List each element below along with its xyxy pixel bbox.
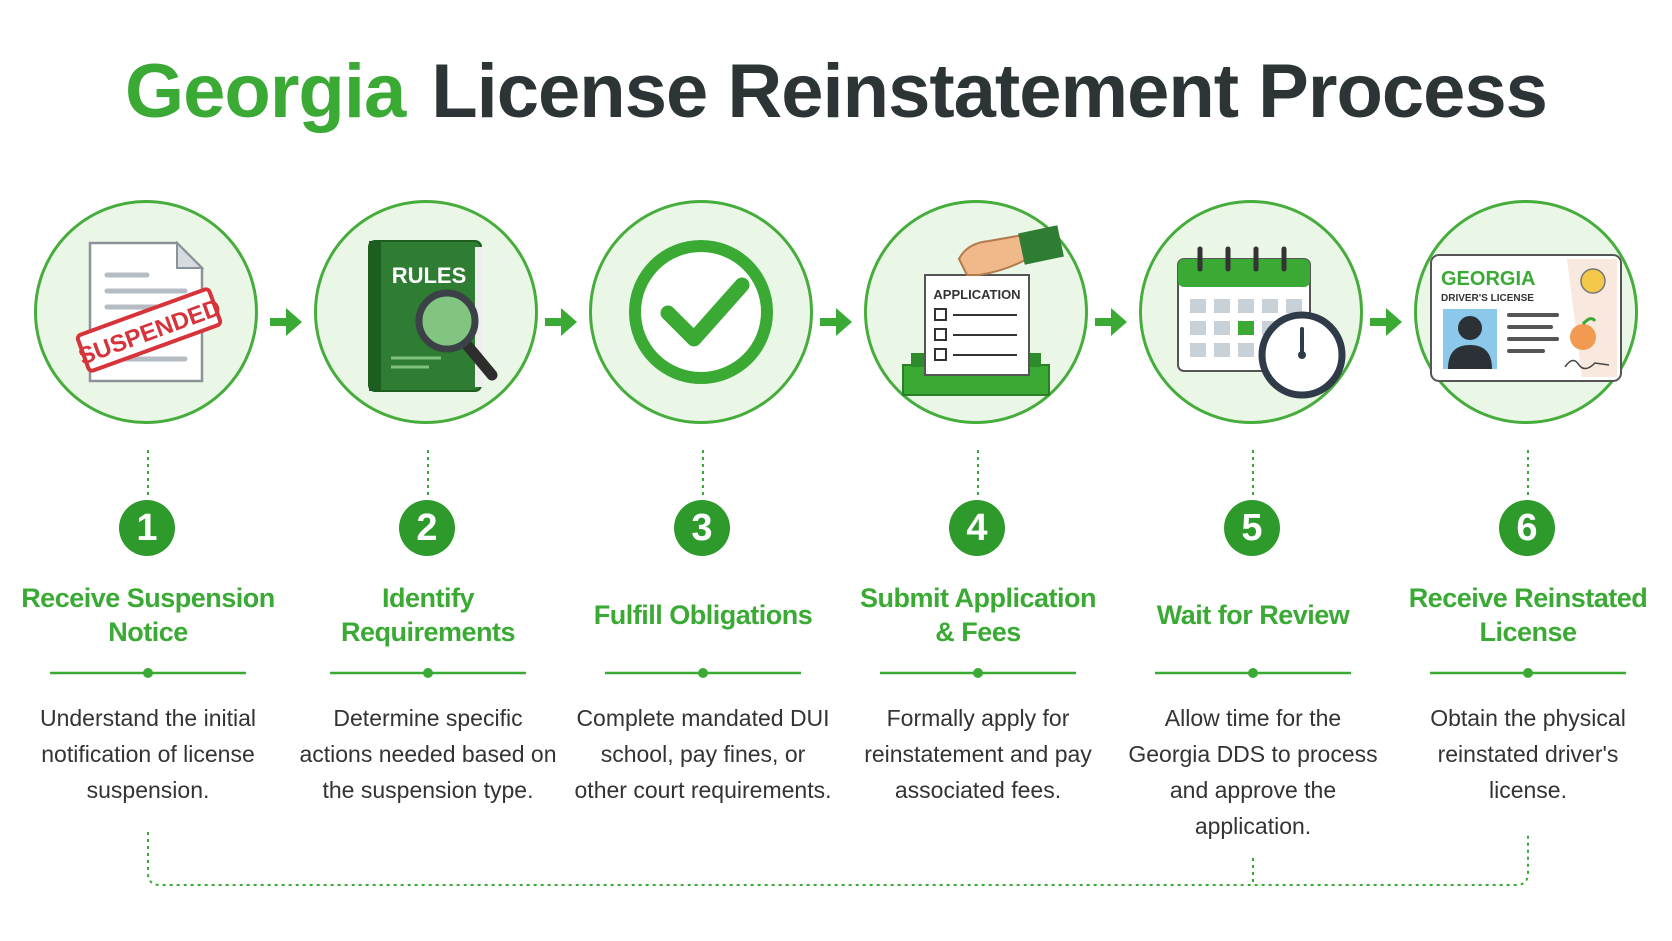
step-3-number: 3 (674, 500, 730, 556)
step-6-circle: GEORGIA DRIVER'S LICENSE (1414, 200, 1638, 424)
step-2-circle: RULES (314, 200, 538, 424)
step-5: 5 Wait for Review Allow time for the Geo… (1123, 0, 1383, 941)
application-submission-icon: APPLICATION (902, 225, 1064, 396)
step-1: SUSPENDED 1 Receive Suspension Notice Un… (18, 0, 278, 941)
step-1-number: 1 (119, 500, 175, 556)
step-3: 3 Fulfill Obligations Complete mandated … (573, 0, 833, 941)
step-4-circle: APPLICATION (864, 200, 1088, 424)
checkmark-icon (629, 240, 773, 384)
step-4-number: 4 (949, 500, 1005, 556)
step-4: APPLICATION 4 Submit Application & Fees … (848, 0, 1108, 941)
suspended-document-icon: SUSPENDED (75, 240, 225, 383)
step-5-circle (1139, 200, 1363, 424)
step-5-description: Allow time for the Georgia DDS to proces… (1128, 705, 1378, 839)
step-6-number: 6 (1499, 500, 1555, 556)
step-2: RULES 2 Identify Requirements Determine … (298, 0, 558, 941)
svg-text:APPLICATION: APPLICATION (933, 287, 1020, 302)
step-5-heading: Wait for Review (1156, 600, 1350, 630)
step-3-description: Complete mandated DUI school, pay fines,… (574, 705, 832, 803)
step-5-number: 5 (1224, 500, 1280, 556)
step-3-circle (589, 200, 813, 424)
step-3-heading: Fulfill Obligations (593, 600, 813, 630)
step-1-heading: Receive Suspension Notice (21, 583, 275, 647)
step-4-heading: Submit Application & Fees (860, 583, 1097, 647)
step-6-description: Obtain the physical reinstated driver's … (1430, 705, 1626, 803)
svg-text:RULES: RULES (392, 263, 467, 288)
bottom-bracket (147, 832, 1529, 886)
step-1-circle: SUSPENDED (34, 200, 258, 424)
step-1-description: Understand the initial notification of l… (39, 705, 257, 803)
rules-book-magnifier-icon: RULES (368, 240, 498, 392)
step-2-number: 2 (399, 500, 455, 556)
drivers-license-icon: GEORGIA DRIVER'S LICENSE (1430, 254, 1622, 382)
svg-text:DRIVER'S LICENSE: DRIVER'S LICENSE (1441, 293, 1534, 304)
title-main: License Reinstatement Process (431, 49, 1548, 134)
calendar-clock-icon (1177, 246, 1346, 399)
step-2-description: Determine specific actions needed based … (299, 705, 557, 803)
svg-text:GEORGIA: GEORGIA (1441, 268, 1535, 290)
step-6: GEORGIA DRIVER'S LICENSE 6 Receive Reins… (1398, 0, 1658, 941)
step-6-heading: Receive Reinstated License (1408, 583, 1648, 647)
step-4-description: Formally apply for reinstatement and pay… (864, 705, 1092, 803)
page-title: Georgia License Reinstatement Process (0, 48, 1672, 135)
title-state: Georgia (125, 49, 406, 134)
step-2-heading: Identify Requirements (340, 583, 516, 647)
